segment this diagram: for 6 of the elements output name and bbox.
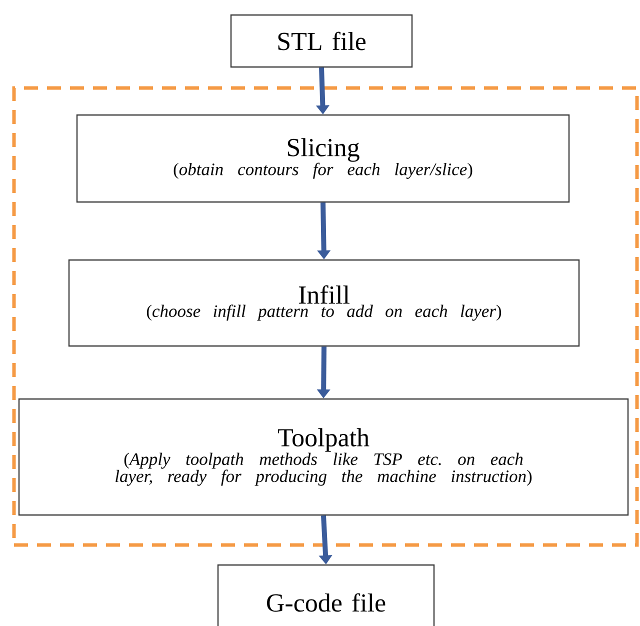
process-box: STL file — [230, 14, 413, 68]
process-box: Infill (choose infill pattern to add on each layer) — [68, 259, 580, 347]
dashed-frame — [12, 86, 639, 547]
process-box: Slicing (obtain contours for each layer/slice) — [76, 114, 570, 203]
process-box: G-code file — [217, 564, 435, 626]
process-box: Toolpath (Apply toolpath methods like TSP etc. on each layer, ready for producing the machine instruction) — [18, 398, 629, 516]
